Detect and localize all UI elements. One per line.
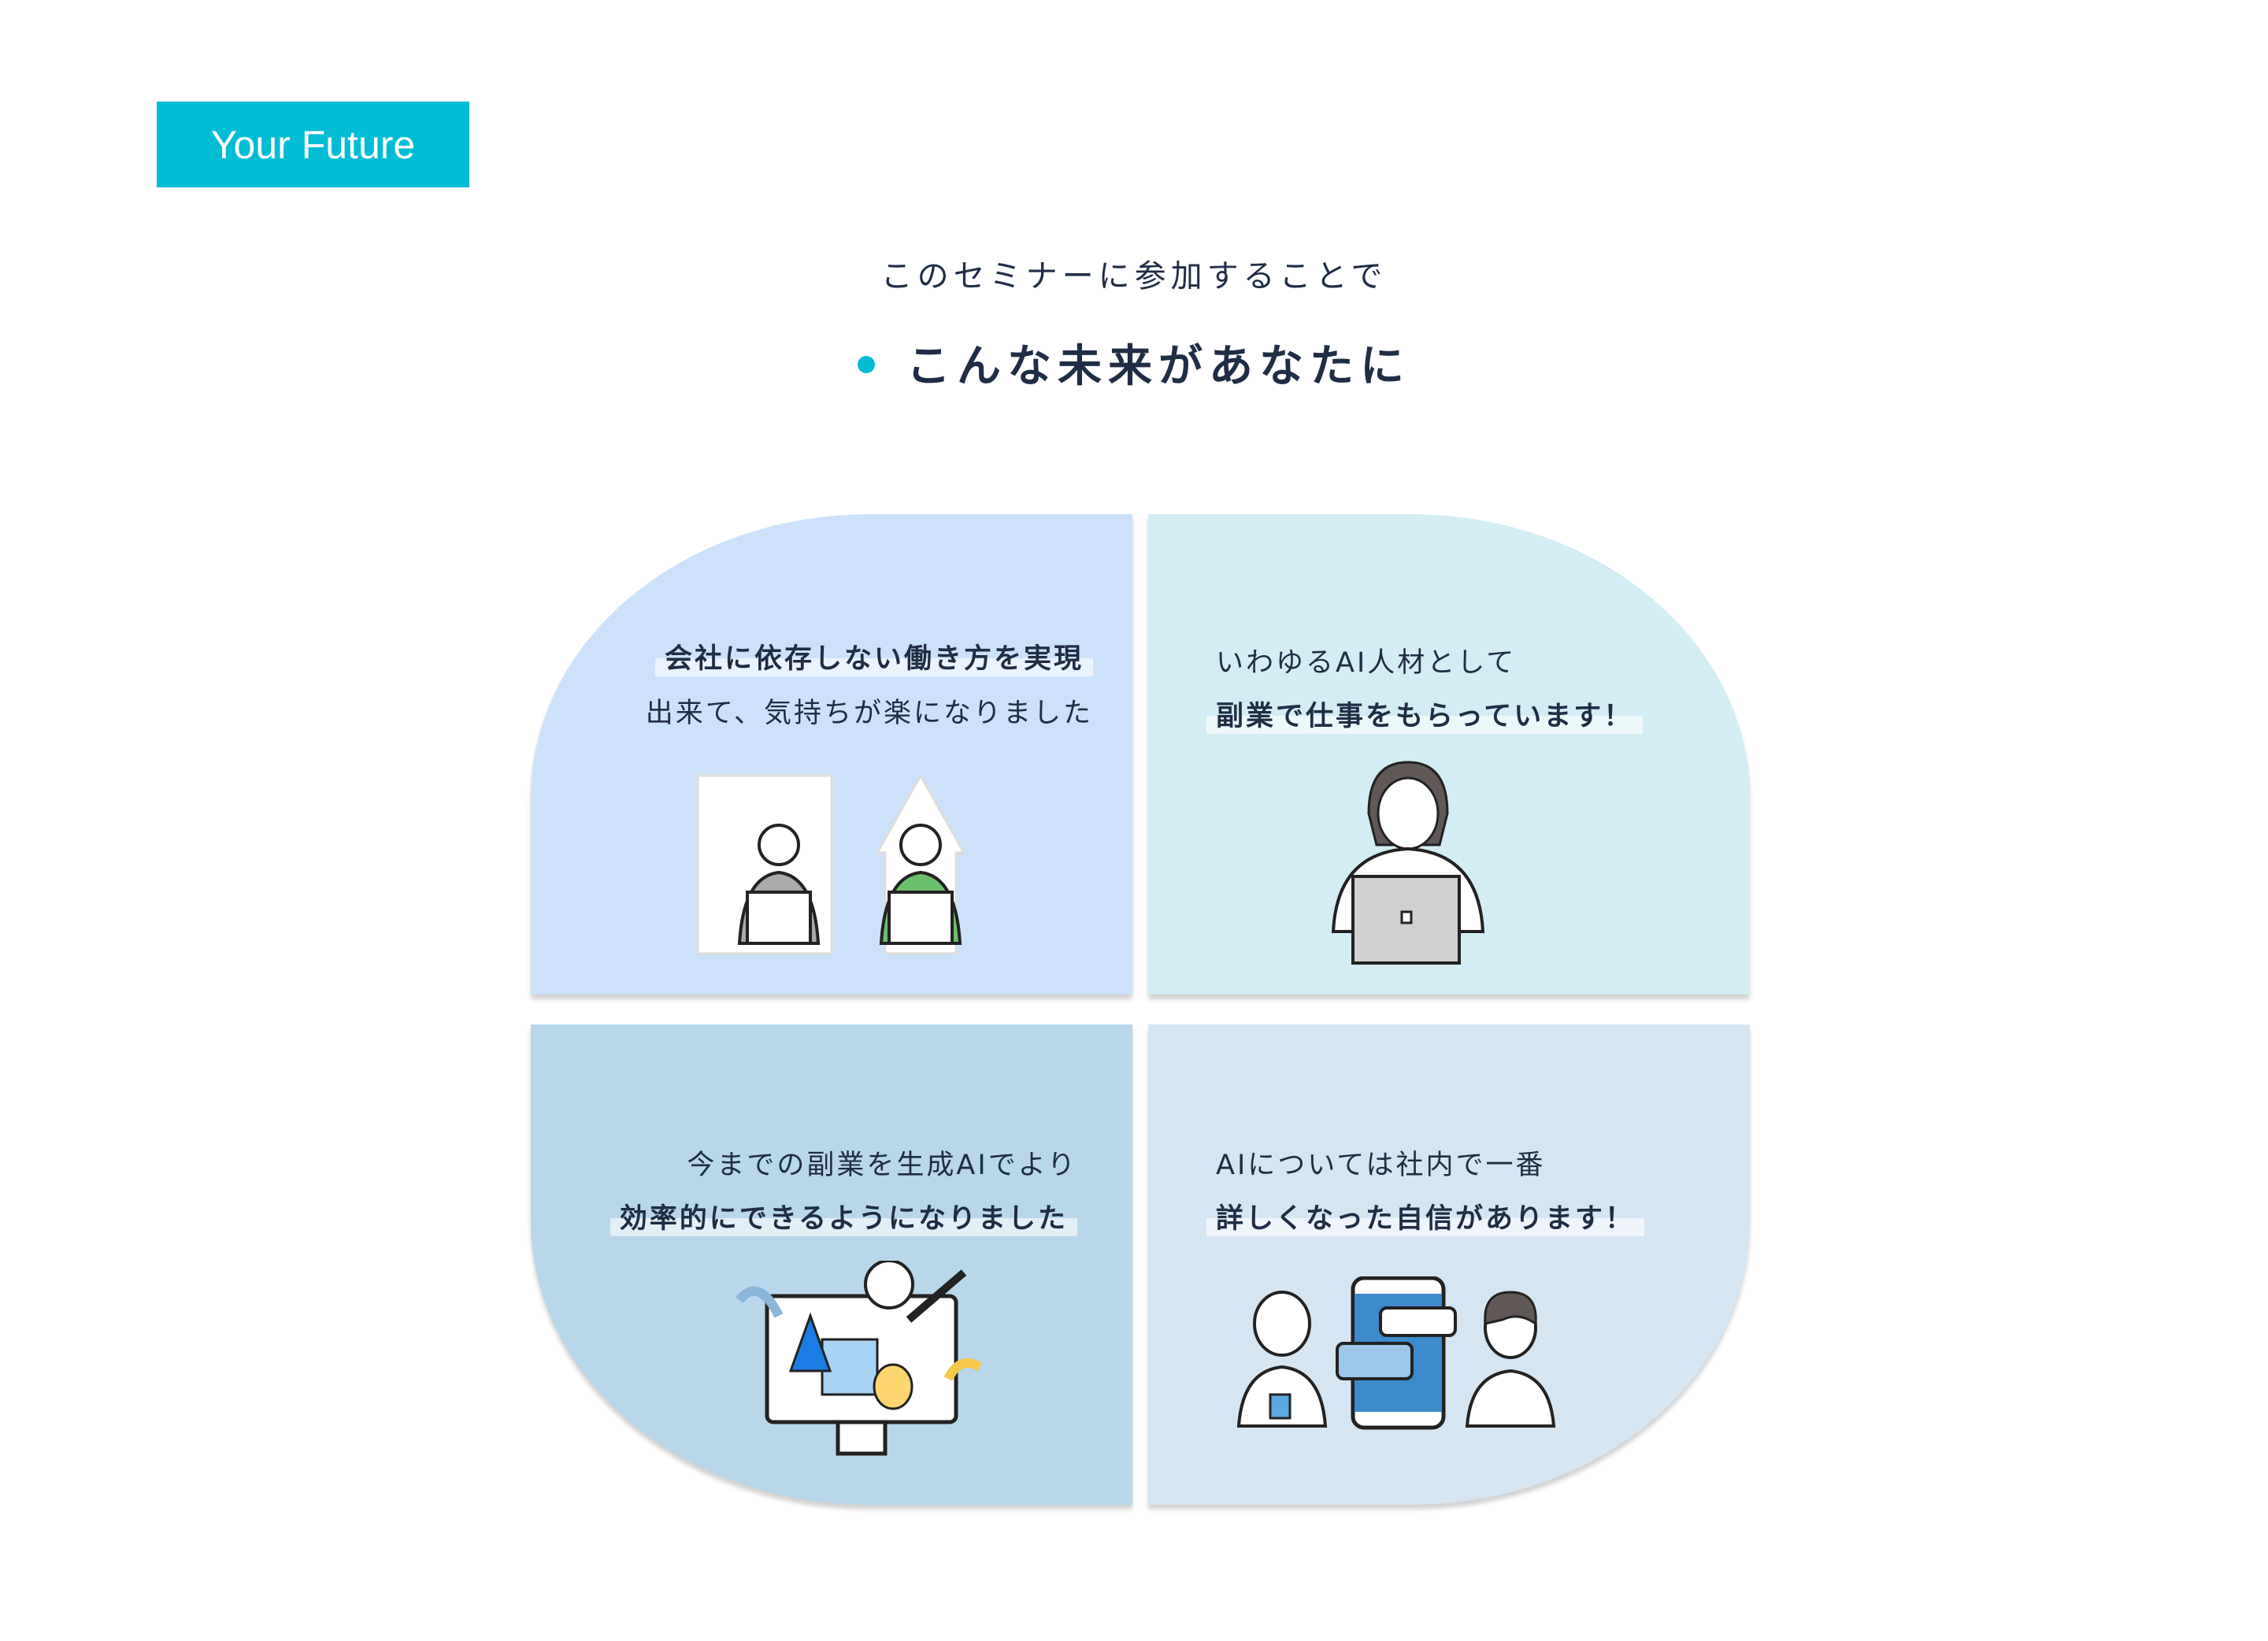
design-monitor-illustration bbox=[736, 1261, 983, 1456]
section-subtitle: このセミナーに参加することで bbox=[880, 258, 1388, 294]
card-text: 今までの副業を生成AIでより bbox=[687, 1150, 1077, 1181]
card-highlight-text: 副業で仕事をもらっています！ bbox=[1206, 694, 1644, 734]
card-ai-expert: AIについては社内で一番 詳しくなった自信があります！ bbox=[1148, 1024, 1750, 1505]
card-generative-ai-efficiency: 今までの副業を生成AIでより 効率的にできるようになりました bbox=[531, 1024, 1132, 1505]
card-independent-work: 会社に依存しない働き方を実現 出来て、気持ちが楽になりました bbox=[531, 514, 1132, 995]
person-laptop-illustration bbox=[1331, 761, 1485, 965]
bullet-dot-icon bbox=[858, 355, 875, 373]
card-text: 出来て、気持ちが楽になりました bbox=[645, 698, 1093, 729]
heading-text: こんな未来があなたに bbox=[906, 341, 1410, 392]
card-text: いわゆるAI人材として bbox=[1216, 647, 1517, 679]
office-to-home-illustration bbox=[696, 774, 966, 955]
robot-chat-illustration bbox=[1236, 1276, 1556, 1430]
card-text: AIについては社内で一番 bbox=[1216, 1150, 1546, 1181]
section-heading: こんな未来があなたに bbox=[0, 331, 2268, 395]
card-highlight-text: 詳しくなった自信があります！ bbox=[1206, 1196, 1645, 1236]
card-highlight-text: 効率的にできるようになりました bbox=[610, 1196, 1077, 1236]
card-ai-talent: いわゆるAI人材として 副業で仕事をもらっています！ bbox=[1148, 514, 1750, 995]
card-highlight-text: 会社に依存しない働き方を実現 bbox=[654, 636, 1093, 676]
section-badge: Your Future bbox=[157, 102, 469, 187]
